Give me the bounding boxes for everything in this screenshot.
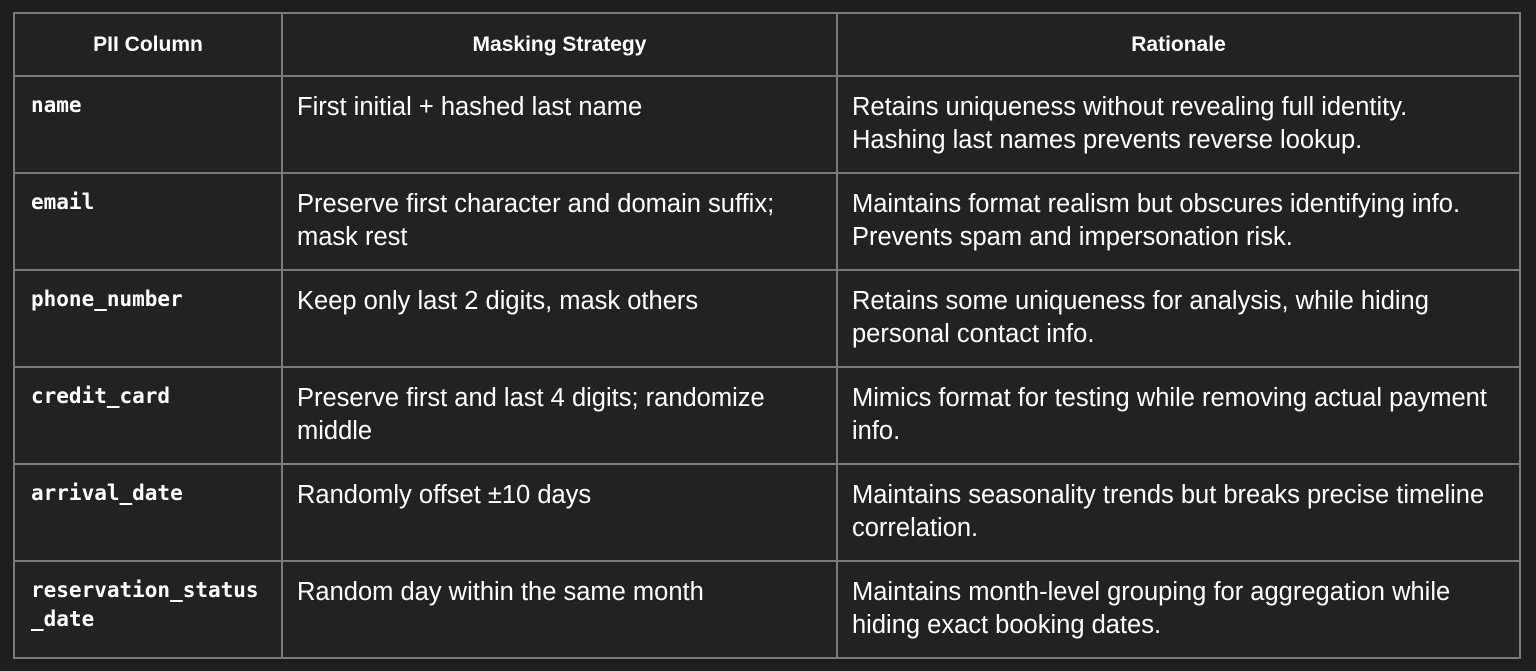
header-pii-column: PII Column	[13, 12, 283, 77]
table-body: name First initial + hashed last name Re…	[13, 75, 1521, 659]
pii-masking-table: PII Column Masking Strategy Rationale na…	[13, 12, 1521, 659]
rationale-cell: Mimics format for testing while removing…	[836, 366, 1521, 465]
pii-column-cell: email	[13, 172, 283, 271]
header-row: PII Column Masking Strategy Rationale	[13, 12, 1521, 77]
header-masking-strategy: Masking Strategy	[281, 12, 838, 77]
table-row: credit_card Preserve first and last 4 di…	[13, 366, 1521, 465]
header-rationale: Rationale	[836, 12, 1521, 77]
table-row: reservation_status_date Random day withi…	[13, 560, 1521, 659]
pii-column-cell: reservation_status_date	[13, 560, 283, 659]
masking-strategy-cell: Keep only last 2 digits, mask others	[281, 269, 838, 368]
pii-column-cell: name	[13, 75, 283, 174]
masking-strategy-cell: Randomly offset ±10 days	[281, 463, 838, 562]
masking-strategy-cell: Random day within the same month	[281, 560, 838, 659]
rationale-cell: Retains some uniqueness for analysis, wh…	[836, 269, 1521, 368]
table-row: name First initial + hashed last name Re…	[13, 75, 1521, 174]
rationale-cell: Retains uniqueness without revealing ful…	[836, 75, 1521, 174]
pii-masking-table-container: PII Column Masking Strategy Rationale na…	[13, 12, 1521, 659]
pii-column-cell: phone_number	[13, 269, 283, 368]
table-row: email Preserve first character and domai…	[13, 172, 1521, 271]
pii-column-cell: credit_card	[13, 366, 283, 465]
rationale-cell: Maintains seasonality trends but breaks …	[836, 463, 1521, 562]
masking-strategy-cell: First initial + hashed last name	[281, 75, 838, 174]
pii-column-cell: arrival_date	[13, 463, 283, 562]
table-row: phone_number Keep only last 2 digits, ma…	[13, 269, 1521, 368]
masking-strategy-cell: Preserve first and last 4 digits; random…	[281, 366, 838, 465]
table-row: arrival_date Randomly offset ±10 days Ma…	[13, 463, 1521, 562]
table-header: PII Column Masking Strategy Rationale	[13, 12, 1521, 77]
rationale-cell: Maintains format realism but obscures id…	[836, 172, 1521, 271]
rationale-cell: Maintains month-level grouping for aggre…	[836, 560, 1521, 659]
masking-strategy-cell: Preserve first character and domain suff…	[281, 172, 838, 271]
